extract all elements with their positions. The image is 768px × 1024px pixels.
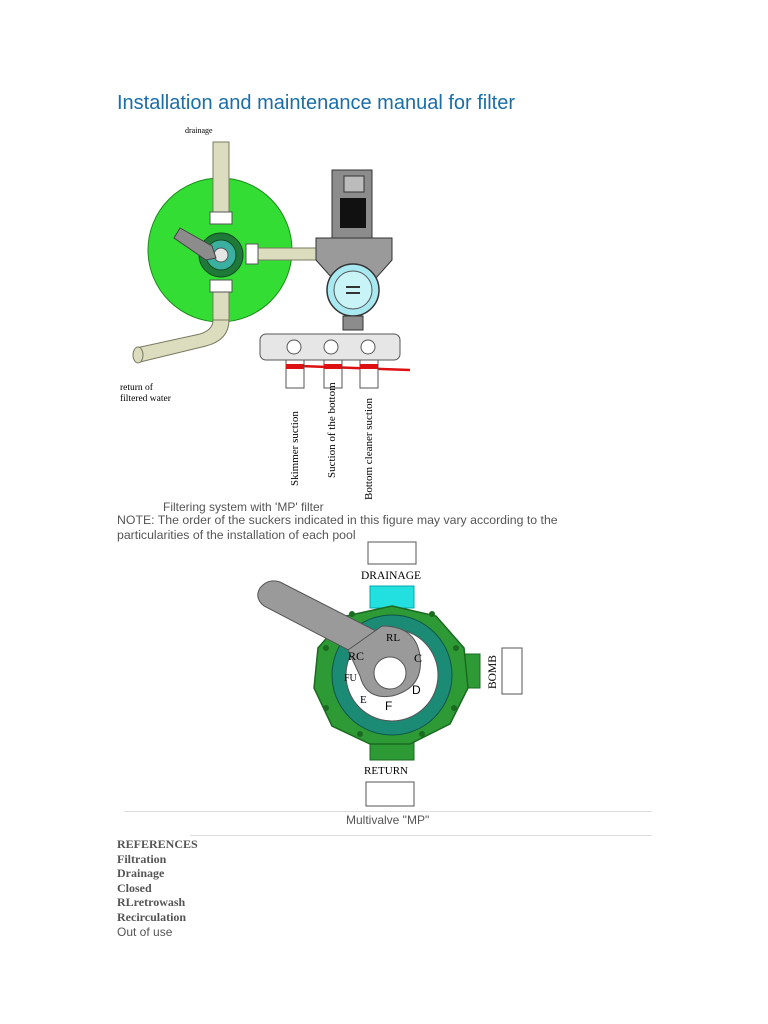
references-heading: REFERENCES [117, 837, 198, 851]
red-pipe [299, 364, 411, 372]
note-text: NOTE: The order of the suckers indicated… [117, 513, 558, 542]
reference-item: Filtration [117, 851, 167, 866]
skimmer-suction-label: Skimmer suction [289, 411, 301, 486]
c-position: C [414, 651, 422, 665]
rl-position: RL [386, 632, 400, 644]
page-title: Installation and maintenance manual for … [117, 92, 516, 114]
drainage-label: drainage [185, 126, 213, 135]
fu-position: FU [344, 673, 358, 684]
figure1-caption: Filtering system with 'MP' filter [163, 500, 324, 514]
valve-handle-small [173, 227, 217, 261]
multivalve-diagram: DRAINAGE BOMB RETURN RL RC C FU D E F [257, 541, 523, 807]
f-position: F [385, 699, 392, 713]
reference-item: RLretrowash [117, 895, 186, 910]
reference-item: Drainage [117, 866, 165, 881]
d-position: D [412, 683, 421, 697]
return-label-line1: return of [120, 382, 154, 393]
references-list: REFERENCES Filtration Drainage Closed RL… [117, 837, 198, 939]
reference-item: Out of use [117, 924, 173, 939]
return-label-line2: filtered water [120, 393, 172, 404]
return-pipe-bend [135, 319, 230, 363]
drainage-port-label: DRAINAGE [361, 570, 421, 582]
bottom-suction-label: Suction of the bottom [326, 382, 338, 478]
reference-item: Recirculation [117, 909, 187, 924]
figure2-caption: Multivalve "MP" [346, 813, 430, 827]
reference-item: Closed [117, 880, 152, 895]
e-position: E [360, 694, 367, 706]
cleaner-suction-label: Bottom cleaner suction [363, 397, 375, 500]
return-port-label: RETURN [364, 765, 408, 777]
divider-top [124, 811, 652, 812]
divider-bottom [190, 835, 652, 836]
rc-position: RC [348, 649, 364, 663]
filter-system-diagram: drainage return of filtered water Skimme… [120, 126, 411, 500]
bomb-port-label: BOMB [487, 655, 499, 689]
